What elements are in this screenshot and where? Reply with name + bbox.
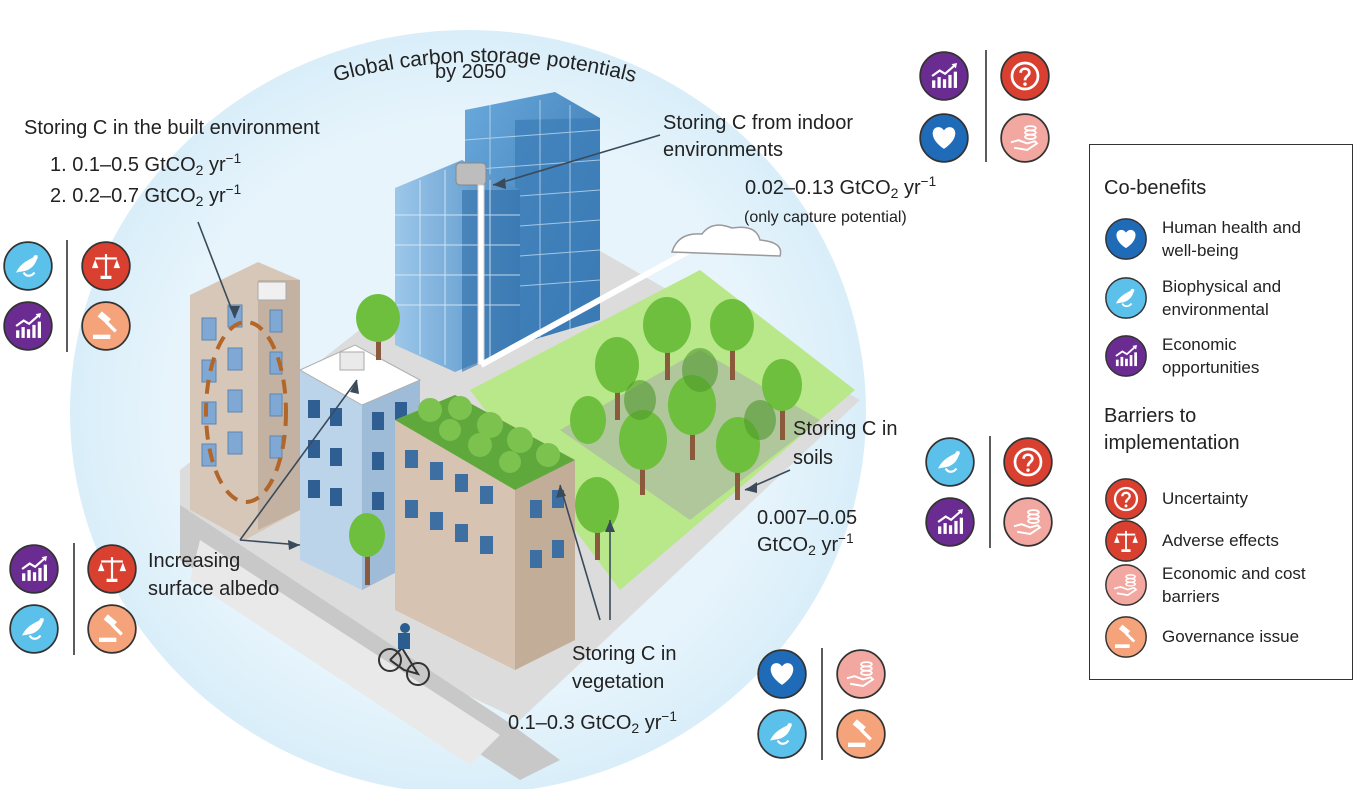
- cloud-shape: [671, 224, 782, 257]
- bird-leaf-icon: [3, 241, 53, 291]
- gavel-icon-holder: [80, 300, 132, 357]
- vegetation-heading-1: Storing C in: [572, 643, 677, 665]
- legend-label: Biophysical and: [1162, 277, 1282, 296]
- vegetation-heading-2: vegetation: [572, 671, 665, 693]
- scales-icon: [87, 544, 137, 594]
- heart-icon: [1105, 218, 1147, 260]
- growth-chart-icon: [925, 497, 975, 547]
- legend-label: Economic: [1162, 335, 1237, 354]
- question-icon: [1003, 437, 1053, 487]
- legend-cobenefit-row-2: Economic opportunities: [1104, 334, 1350, 382]
- soils-heading-2: soils: [793, 447, 834, 469]
- coins-hand-icon: [1105, 564, 1147, 606]
- glass-office-tower: [395, 92, 702, 372]
- coins-hand-icon-holder: [999, 112, 1051, 169]
- scales-icon: [1105, 520, 1147, 562]
- gavel-icon-holder: [86, 603, 138, 660]
- heart-icon-holder: [756, 648, 808, 705]
- legend-cobenefit-row-0: Human health and well-being: [1104, 217, 1350, 265]
- vegetation-value: 0.1–0.3 GtCO2 yr−1: [508, 709, 677, 736]
- question-icon: [1105, 478, 1147, 520]
- bird-leaf-icon: [9, 604, 59, 654]
- green-roof-building: [395, 395, 575, 670]
- bird-leaf-icon: [1105, 277, 1147, 319]
- soils-heading-1: Storing C in: [793, 418, 898, 440]
- scales-icon-holder: [80, 240, 132, 297]
- legend-label: Human health and: [1162, 218, 1301, 237]
- scales-icon-holder: [86, 543, 138, 600]
- legend-label-line2: opportunities: [1162, 358, 1260, 377]
- gavel-icon-holder: [835, 708, 887, 765]
- growth-chart-icon-holder: [924, 496, 976, 553]
- question-icon-holder: [999, 50, 1051, 107]
- park-trees: [349, 294, 802, 585]
- indoor-note: (only capture potential): [744, 209, 907, 226]
- bird-leaf-icon: [757, 709, 807, 759]
- bird-leaf-icon-holder: [924, 436, 976, 493]
- legend-label: Adverse effects: [1162, 531, 1279, 550]
- legend-label: Economic and cost: [1162, 564, 1306, 583]
- indoor-value: 0.02–0.13 GtCO2 yr−1: [745, 174, 937, 201]
- heart-icon: [757, 649, 807, 699]
- coins-hand-icon: [1000, 113, 1050, 163]
- legend-box: Co-benefits Barriers to implementation H…: [1089, 144, 1353, 680]
- scales-icon: [81, 241, 131, 291]
- growth-chart-icon: [3, 301, 53, 351]
- legend-label-line2: barriers: [1162, 587, 1220, 606]
- growth-chart-icon: [919, 51, 969, 101]
- heart-icon: [919, 113, 969, 163]
- gavel-icon: [81, 301, 131, 351]
- growth-chart-icon-holder: [2, 300, 54, 357]
- legend-cobenefit-row-1: Biophysical and environmental: [1104, 276, 1350, 324]
- gavel-icon: [836, 709, 886, 759]
- bird-leaf-icon: [925, 437, 975, 487]
- legend-barriers-title-1: Barriers to: [1104, 405, 1197, 427]
- question-icon-holder: [1002, 436, 1054, 493]
- albedo-heading-2: surface albedo: [148, 578, 280, 600]
- legend-barrier-row-0: Uncertainty: [1104, 477, 1350, 525]
- sidewalk: [180, 505, 560, 780]
- indoor-heading-2: environments: [663, 139, 784, 161]
- legend-barrier-row-2: Economic and cost barriers: [1104, 563, 1350, 611]
- gavel-icon: [87, 604, 137, 654]
- heart-icon-holder: [918, 112, 970, 169]
- legend-barrier-row-3: Governance issue: [1104, 615, 1350, 663]
- built-environment-heading: Storing C in the built environment: [24, 117, 320, 139]
- legend-label-line2: environmental: [1162, 300, 1269, 319]
- bird-leaf-icon-holder: [8, 603, 60, 660]
- growth-chart-icon: [9, 544, 59, 594]
- soils-value-2: GtCO2 yr−1: [757, 531, 854, 558]
- title-subline: by 2050: [435, 61, 507, 83]
- indoor-heading-1: Storing C from indoor: [663, 112, 854, 134]
- legend-label: Uncertainty: [1162, 489, 1248, 508]
- icon-group-separators: [66, 50, 991, 760]
- coins-hand-icon-holder: [1002, 496, 1054, 553]
- bird-leaf-icon-holder: [2, 240, 54, 297]
- coins-hand-icon: [1003, 497, 1053, 547]
- legend-barriers-title-2: implementation: [1104, 432, 1240, 454]
- legend-barrier-row-1: Adverse effects: [1104, 519, 1350, 567]
- built-environment-value-1: 1. 0.1–0.5 GtCO2 yr−1: [50, 151, 242, 178]
- soils-value-1: 0.007–0.05: [757, 507, 858, 529]
- legend-cobenefits-title: Co-benefits: [1104, 177, 1207, 199]
- gavel-icon: [1105, 616, 1147, 658]
- growth-chart-icon-holder: [8, 543, 60, 600]
- built-environment-value-2: 2. 0.2–0.7 GtCO2 yr−1: [50, 182, 242, 209]
- timber-building: [190, 262, 300, 540]
- growth-chart-icon-holder: [918, 50, 970, 107]
- question-icon: [1000, 51, 1050, 101]
- growth-chart-icon: [1105, 335, 1147, 377]
- legend-label: Governance issue: [1162, 627, 1300, 646]
- bird-leaf-icon-holder: [756, 708, 808, 765]
- cyclist: [378, 623, 430, 686]
- albedo-heading-1: Increasing: [148, 550, 241, 572]
- annotation-arrows: [197, 134, 791, 621]
- coins-hand-icon: [836, 649, 886, 699]
- legend-label-line2: well-being: [1162, 241, 1239, 260]
- coins-hand-icon-holder: [835, 648, 887, 705]
